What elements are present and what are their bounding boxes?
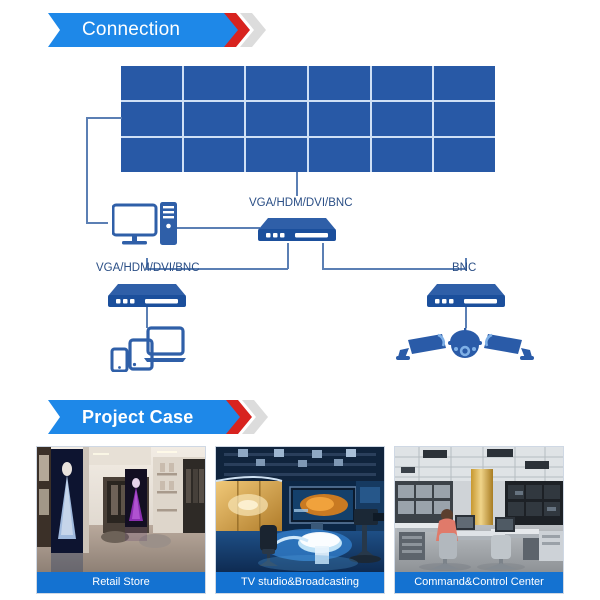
video-wall-screen xyxy=(183,138,245,172)
connection-diagram: VGA/HDM/DVI/BNC VGA/HDM/DVI/BNC BNC xyxy=(86,66,534,372)
connector-pc-to-center-controller xyxy=(172,227,260,229)
video-wall-screen xyxy=(309,66,370,100)
connector-center-down-right xyxy=(322,243,324,269)
case-card-command-control[interactable]: Command&Control Center xyxy=(394,446,564,594)
section-title-connection: Connection xyxy=(82,19,181,40)
connector-wall-to-center-controller xyxy=(296,172,298,196)
video-wall-screen xyxy=(371,102,433,136)
section-banner-connection: Connection xyxy=(36,13,266,47)
connector-left-controller-to-mobile xyxy=(146,306,148,328)
case-photo-retail-store xyxy=(37,447,205,572)
video-wall-screen xyxy=(371,138,433,172)
left-controller-icon xyxy=(108,284,186,307)
case-caption-command-control: Command&Control Center xyxy=(395,572,563,593)
banner-blue-arrow xyxy=(36,13,256,47)
case-photo-tv-studio xyxy=(216,447,384,572)
video-wall-screen xyxy=(434,102,495,136)
video-wall-screen xyxy=(121,138,182,172)
case-photo-command-control xyxy=(395,447,563,572)
connector-left-controller-riser xyxy=(146,258,148,269)
video-wall-screen xyxy=(121,66,182,100)
mobile-devices-icon xyxy=(110,326,186,372)
center-controller-icon xyxy=(258,218,336,241)
camera-group-icon xyxy=(396,328,534,360)
bullet-camera-left-icon xyxy=(396,333,446,360)
banner-blue-arrow xyxy=(36,400,258,434)
video-wall-screen xyxy=(183,102,245,136)
video-wall-screen xyxy=(434,138,495,172)
project-case-gallery: Retail Store xyxy=(0,446,600,594)
label-center-controller: VGA/HDM/DVI/BNC xyxy=(249,197,353,209)
video-wall-screen xyxy=(121,102,182,136)
video-wall-screen xyxy=(309,138,370,172)
connector-center-down-left xyxy=(287,243,289,269)
case-card-tv-studio[interactable]: TV studio&Broadcasting xyxy=(215,446,385,594)
video-wall-screen xyxy=(246,138,307,172)
section-banner-project-case: Project Case xyxy=(36,400,268,434)
video-wall-screen xyxy=(246,66,307,100)
video-wall-screen xyxy=(246,102,307,136)
video-wall-screen xyxy=(371,66,433,100)
pc-workstation-icon xyxy=(112,202,177,245)
video-wall-screen xyxy=(309,102,370,136)
bullet-camera-right-icon xyxy=(484,333,534,360)
connector-wall-bracket-vertical xyxy=(86,117,88,223)
label-left-controller: VGA/HDM/DVI/BNC xyxy=(96,262,200,274)
connector-wall-bracket-bottom xyxy=(86,222,108,224)
video-wall-screen xyxy=(183,66,245,100)
connector-center-to-left-controller xyxy=(146,268,288,270)
label-right-controller: BNC xyxy=(452,262,477,274)
case-card-retail-store[interactable]: Retail Store xyxy=(36,446,206,594)
case-caption-retail-store: Retail Store xyxy=(37,572,205,593)
section-title-project-case: Project Case xyxy=(82,407,194,427)
right-controller-icon xyxy=(427,284,505,307)
connector-center-to-right-controller xyxy=(322,268,466,270)
connector-right-controller-riser xyxy=(465,258,467,269)
connector-right-controller-to-cameras xyxy=(465,306,467,328)
video-wall-screen xyxy=(434,66,495,100)
case-caption-tv-studio: TV studio&Broadcasting xyxy=(216,572,384,593)
dome-camera-icon xyxy=(448,328,482,358)
video-wall xyxy=(121,66,495,172)
connector-wall-bracket-top xyxy=(86,117,122,119)
